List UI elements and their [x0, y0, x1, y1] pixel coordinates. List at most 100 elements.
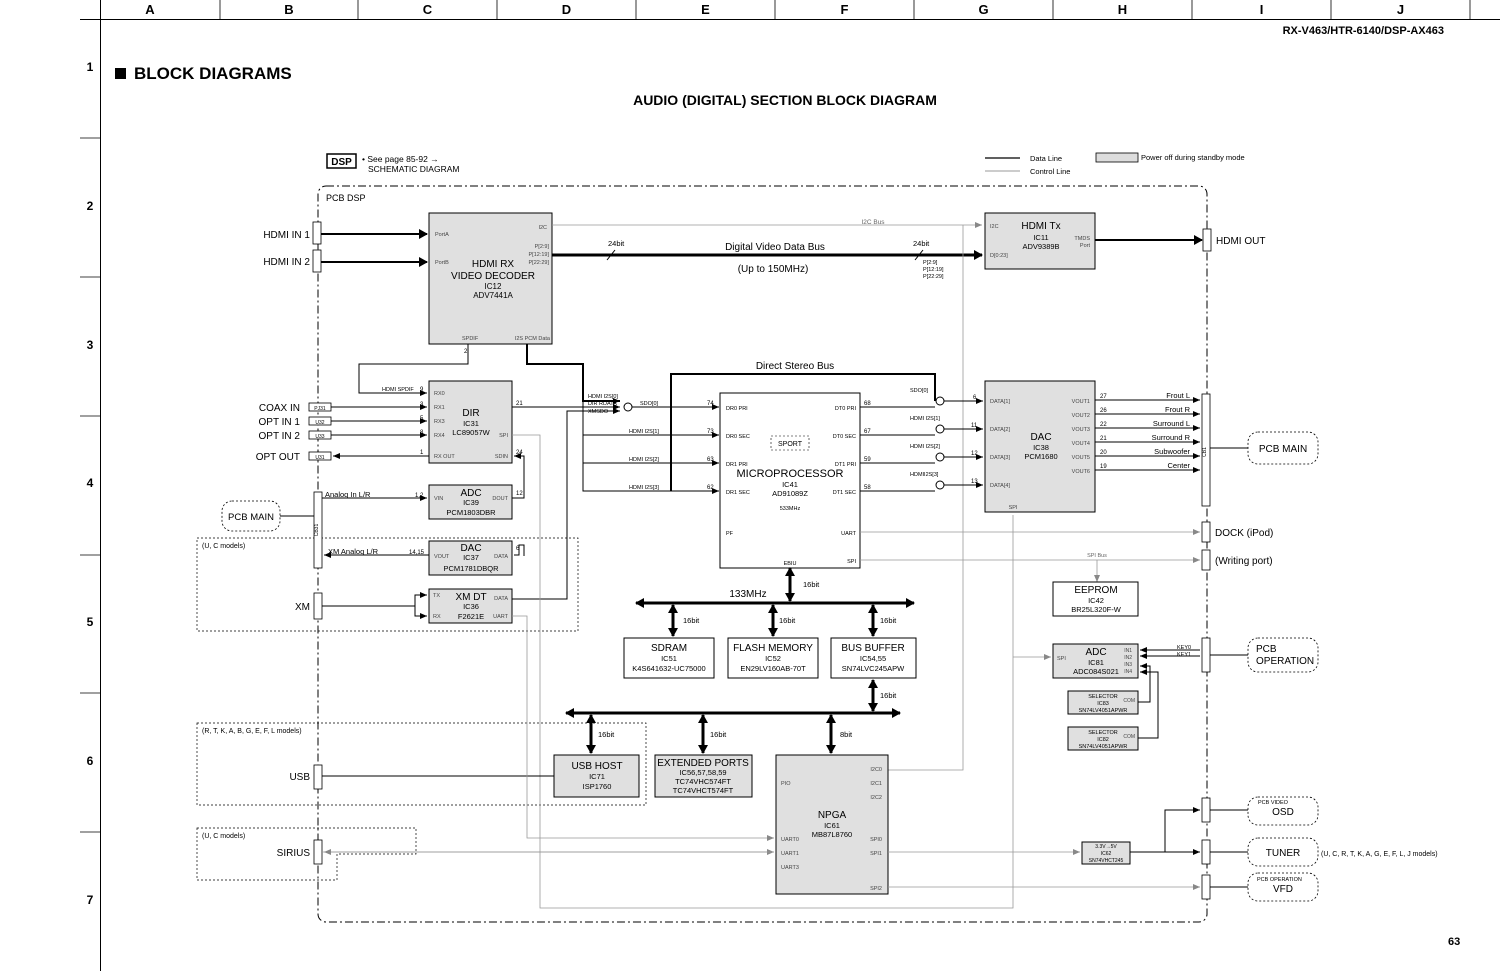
npga-bits: 8bit [840, 730, 853, 739]
cb1-connector [1201, 393, 1211, 507]
npga-i2c0: I2C0 [870, 767, 882, 773]
hdmi-rx-line2: VIDEO DECODER [451, 271, 535, 282]
hdmi-tx-i2c: I2C [990, 224, 999, 230]
cb33-connector [1201, 521, 1211, 543]
hdmi-spdif-wire [358, 344, 469, 396]
hdmi-rx-p3: P[22:29] [529, 260, 550, 266]
cb11-connector [1202, 228, 1212, 252]
adc81-spi: SPI [1057, 656, 1066, 662]
cb30-connector [313, 592, 323, 620]
cb31-label: CB31 [314, 524, 320, 537]
micro-uart: UART [841, 531, 857, 537]
micro-16bit: 16bit [803, 580, 820, 589]
usbhost-bits: 16bit [598, 730, 615, 739]
sel82-wire [1138, 669, 1159, 739]
xmdt-part: F2621E [458, 612, 484, 621]
key0-label: KEY0 [1177, 645, 1191, 651]
micro-part: AD91089Z [772, 489, 808, 498]
extports-block [654, 754, 753, 798]
pcb-dsp-label: PCB DSP [326, 193, 366, 203]
dac38-pin13: 13 [971, 479, 978, 485]
digital-video-label: Digital Video Data Bus [725, 242, 825, 253]
pcb-operation-box [1247, 637, 1319, 673]
adc-to-dir-wire [512, 453, 525, 499]
out4-pin: 20 [1100, 450, 1107, 456]
xmdt-name: XM DT [455, 592, 486, 603]
sirius-label: SIRIUS [277, 848, 311, 859]
dir-pin24: 24 [516, 450, 523, 456]
out1-pin: 26 [1100, 408, 1107, 414]
npga-uart1: UART1 [781, 851, 799, 857]
eeprom-name: EEPROM [1074, 585, 1117, 596]
busbuf-bits2: 16bit [880, 691, 897, 700]
hdmi-out-label: HDMI OUT [1216, 236, 1265, 247]
hdmi-i2s3-wire [582, 463, 719, 494]
hdmi-rx-part: ADV7441A [473, 291, 513, 300]
hdmi-rx-i2c: I2C [538, 225, 547, 231]
xmdt-rx: RX [433, 614, 441, 620]
flash-block [727, 637, 819, 679]
micro-pin63: 63 [707, 457, 714, 463]
opt-in2-label: OPT IN 2 [259, 431, 301, 442]
dac38-ic: IC38 [1033, 443, 1049, 452]
osd-box [1247, 796, 1319, 826]
sdram-name: SDRAM [651, 643, 687, 654]
sig-hdmi-i2s2b: HDMI I2S[2] [910, 444, 940, 450]
dir-rx4: RX4 [434, 433, 445, 439]
col-label-i: I [1259, 2, 1264, 17]
dir-sdin: SDIN [495, 454, 508, 460]
dac37-vout: VOUT [434, 554, 450, 560]
micro-ic: IC41 [782, 480, 798, 489]
out3-label: Surround R [1152, 433, 1191, 442]
cb84-connector [1201, 874, 1211, 900]
out3-pin: 21 [1100, 436, 1107, 442]
row-label-4: 4 [86, 476, 94, 490]
npga-block [775, 754, 889, 895]
sel82-part: SN74LV4051APWR [1079, 744, 1128, 750]
cb34-connector [1201, 549, 1211, 571]
vfd-name: VFD [1273, 884, 1293, 895]
col-label-f: F [840, 2, 849, 17]
dir-pin1: 1 [420, 450, 424, 456]
adc81-in3: IN3 [1124, 662, 1132, 668]
tuner-box [1247, 837, 1319, 867]
usbhost-block [553, 754, 640, 798]
dac37-pin1415: 14,15 [409, 550, 425, 556]
dir-ic: IC31 [463, 419, 479, 428]
xmdt-data: DATA [494, 596, 508, 602]
pcb-main-left-label: PCB MAIN [228, 512, 274, 523]
flash-bits: 16bit [779, 616, 796, 625]
direct-stereo-label: Direct Stereo Bus [756, 361, 834, 372]
u32-label: U32 [315, 420, 324, 426]
hdmi-rx-pin2: 2 [464, 349, 468, 355]
sig-dir-rdata: DIR RDATA [588, 401, 617, 407]
adc81-in2: IN2 [1124, 655, 1132, 661]
dac38-name: DAC [1030, 432, 1051, 443]
extports-name: EXTENDED PORTS [657, 758, 749, 769]
usbhost-name: USB HOST [571, 761, 622, 772]
micro-name: MICROPROCESSOR [737, 468, 844, 480]
mux-in-1 [623, 402, 633, 412]
dir-rx3: RX3 [434, 419, 445, 425]
dir-spi-control [512, 434, 1014, 909]
dac38-data4: DATA[4] [990, 483, 1010, 489]
adc39-pin12b: 12 [516, 491, 523, 497]
osd-name: OSD [1272, 807, 1294, 818]
direct-stereo-bus [670, 373, 936, 491]
cb86-connector [1201, 839, 1211, 865]
uc-models-label-2: (U, C models) [202, 833, 245, 840]
bus-24bit-b: 24bit [913, 239, 930, 248]
tuner-name: TUNER [1266, 848, 1300, 859]
adc81-name: ADC [1085, 647, 1106, 658]
adc81-in4: IN4 [1124, 669, 1132, 675]
sel83-ic: IC83 [1097, 701, 1109, 707]
dac38-pin12: 12 [971, 451, 978, 457]
hdmi-rx-p1: P[2:9] [535, 244, 550, 250]
flash-name: FLASH MEMORY [733, 643, 813, 654]
xmdt-uart: UART [493, 614, 509, 620]
tx-p2: P[12:19] [923, 267, 944, 273]
xmdt-block [428, 588, 513, 624]
hdmi-i2s-bus [526, 344, 620, 404]
extports-part1: TC74VHC574FT [675, 777, 731, 786]
micro-dt1pri: DT1 PRI [835, 462, 857, 468]
